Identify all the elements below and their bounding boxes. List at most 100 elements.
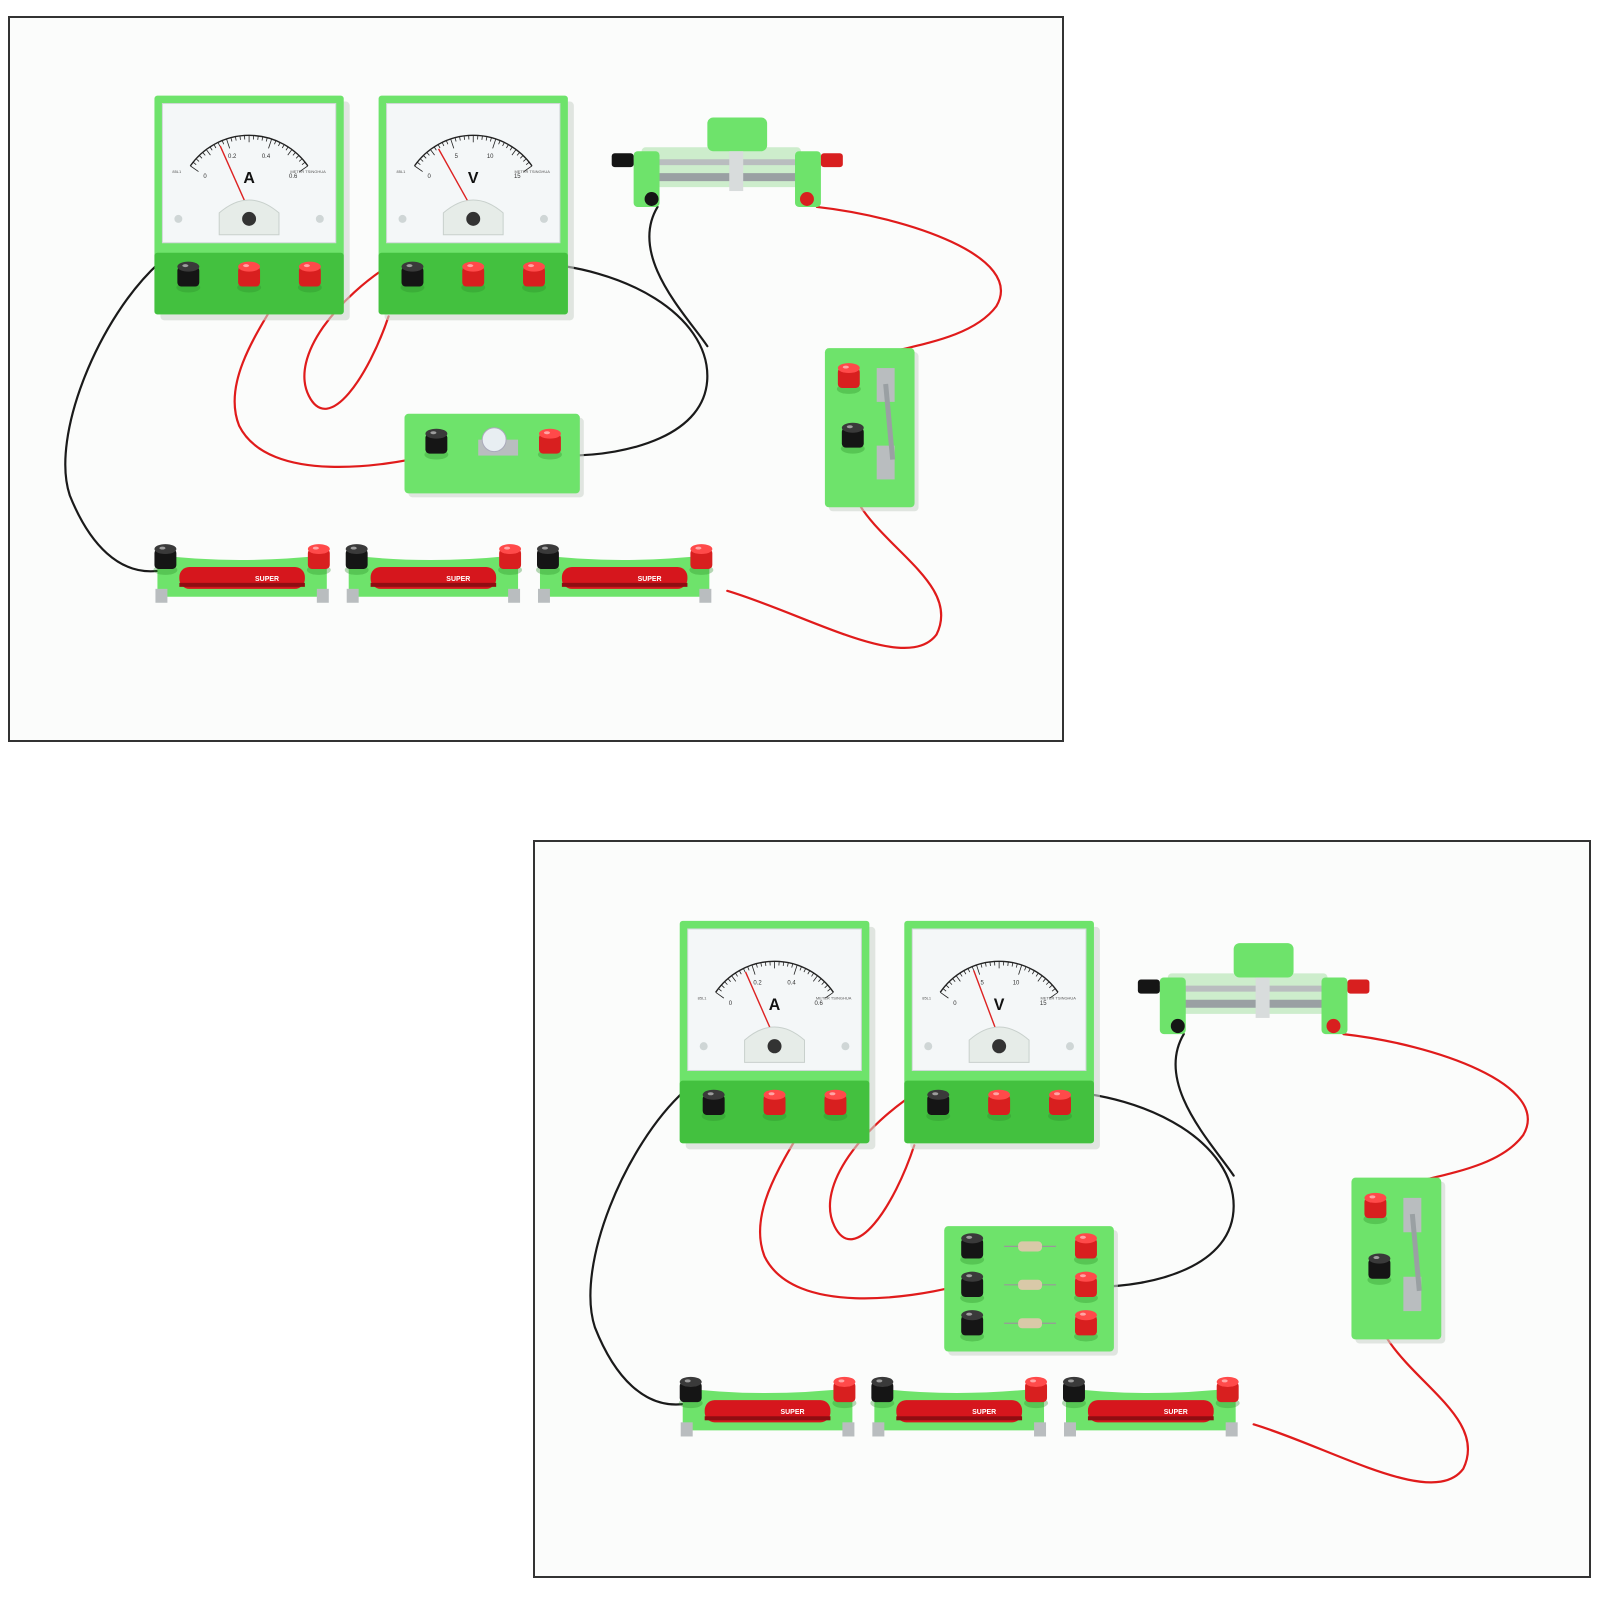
battery-terminal-positive (832, 1376, 857, 1409)
scale-tick (793, 964, 798, 975)
scale-tick (299, 165, 309, 172)
scale-tick (812, 975, 818, 982)
slider-contact (1255, 977, 1270, 1018)
battery-terminal-negative (1062, 1376, 1086, 1409)
scale-tick (824, 984, 828, 989)
tick-label: 0 (729, 1001, 733, 1007)
tick-label: 15 (514, 174, 521, 180)
wire-red-rheostat-switch (1342, 1032, 1529, 1197)
terminal-top (1049, 1089, 1071, 1100)
bulb-terminal-black (424, 428, 449, 460)
resistor-terminal-black (960, 1233, 985, 1265)
terminal-cap (927, 1094, 950, 1115)
terminal-highlight (876, 1379, 883, 1383)
scale-tick (423, 155, 427, 159)
meter-maker: METER TSINGHUA (816, 996, 852, 1001)
rheostat-knob-black (611, 153, 634, 168)
scale-tick (301, 161, 306, 166)
rheostat-knob-red (1347, 979, 1370, 994)
battery-terminal-negative (678, 1376, 703, 1409)
scale-tick (1007, 961, 1009, 966)
scale-tick (1011, 962, 1014, 967)
scale-tick (516, 152, 520, 156)
terminal-top (690, 544, 713, 555)
scale-tick (952, 978, 956, 982)
scale-tick (265, 137, 268, 142)
scale-tick (738, 970, 742, 975)
scale-tick (1049, 984, 1053, 989)
scale-tick (261, 136, 264, 141)
terminal-cap (841, 427, 864, 448)
terminal-cap (702, 1094, 725, 1115)
scale-tick (764, 961, 767, 966)
terminal-top (1025, 1376, 1048, 1387)
terminal-cap (837, 368, 860, 388)
terminal-cap (763, 1094, 786, 1115)
scale-tick (985, 962, 987, 967)
scale-tick (940, 992, 949, 999)
terminal-highlight (1079, 1312, 1086, 1316)
scale-tick (1032, 970, 1035, 975)
scale-tick (459, 136, 461, 141)
terminal-highlight (707, 1092, 714, 1096)
scale-tick (1037, 975, 1043, 982)
terminal-highlight (541, 546, 548, 550)
terminal-top (871, 1376, 894, 1387)
battery-cell-2: SUPER (344, 544, 523, 603)
terminal-top (1074, 1310, 1097, 1321)
scale-tick (509, 146, 513, 151)
scale-tick (743, 968, 746, 973)
scale-tick (955, 975, 961, 982)
scale-tick (485, 136, 488, 141)
tick-label: 0 (203, 174, 207, 180)
terminal-highlight (1373, 1256, 1380, 1260)
scale-tick (454, 137, 457, 142)
scale-tick (799, 966, 802, 971)
rheostat-rod (1157, 985, 1348, 992)
terminal-cap (1216, 1381, 1239, 1403)
face-screw (699, 1042, 708, 1051)
terminal-cap (1074, 1276, 1097, 1297)
terminal-mid (762, 1089, 787, 1122)
scale-tick (274, 140, 277, 145)
resistor (1018, 1318, 1043, 1329)
scale-tick (221, 140, 225, 145)
battery-terminal-positive (498, 544, 523, 575)
terminal-cap (833, 1381, 856, 1403)
face-screw (539, 214, 548, 223)
rheostat-knob-red (820, 153, 843, 168)
scale-tick (747, 966, 750, 971)
face-screw (398, 214, 407, 223)
tick-label: 0.6 (815, 1001, 824, 1007)
face-screw (1065, 1042, 1074, 1051)
terminal-highlight (842, 365, 849, 369)
battery-terminal-negative (344, 544, 369, 575)
scale-tick (209, 146, 213, 151)
terminal-top (961, 1271, 984, 1282)
battery-cell-2: SUPER (870, 1376, 1049, 1437)
scale-tick (787, 962, 789, 967)
terminal-highlight (1079, 1235, 1086, 1239)
battery-cell-1: SUPER (678, 1376, 857, 1437)
scale-tick (1018, 964, 1023, 975)
meter-letter: V (994, 996, 1005, 1014)
wire-black-rheostat (1174, 1032, 1235, 1177)
scale-tick (295, 155, 300, 159)
meter-model: 85L1 (397, 169, 407, 174)
terminal-highlight (966, 1235, 973, 1239)
battery-stripe (179, 582, 305, 587)
terminal-top (679, 1376, 702, 1387)
scale-tick (525, 161, 530, 166)
terminal-highlight (846, 425, 853, 429)
battery-terminal-negative (870, 1376, 895, 1409)
meter-maker: METER TSINGHUA (290, 169, 326, 174)
battery-cell-3: SUPER (1062, 1376, 1240, 1437)
battery-clip (699, 588, 712, 603)
battery-clip (508, 588, 521, 603)
battery-terminal-positive (689, 544, 714, 575)
scale-tick (1028, 968, 1031, 973)
terminal-top (425, 428, 448, 439)
